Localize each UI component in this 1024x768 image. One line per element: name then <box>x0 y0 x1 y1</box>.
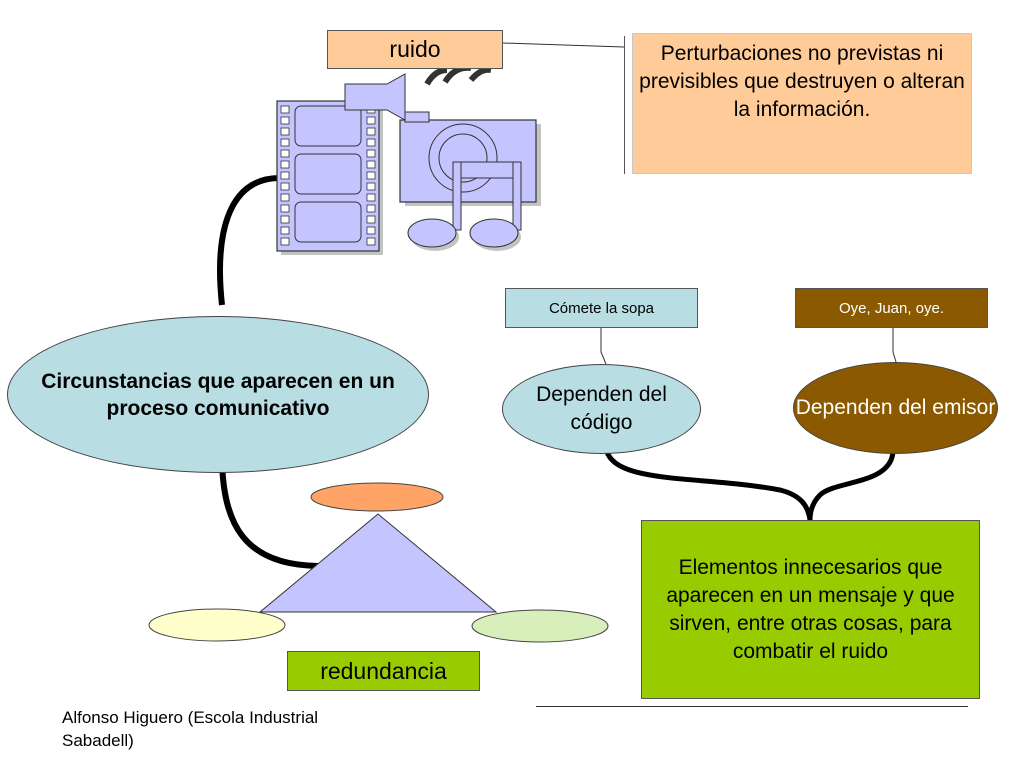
depends-code-node: Dependen del código <box>502 364 701 454</box>
sender-example-line <box>892 328 897 363</box>
sender-example-box: Oye, Juan, oye. <box>795 288 988 328</box>
depends-sender-node: Dependen del emisor <box>793 362 998 454</box>
sender-to-elements-connector <box>807 447 896 521</box>
music-note-icon <box>407 161 522 251</box>
left-ellipse <box>148 608 286 642</box>
right-ellipse <box>471 609 609 643</box>
author-credit: Alfonso Higuero (Escola Industrial Sabad… <box>62 708 319 750</box>
top-ellipse <box>310 482 444 512</box>
noise-callout-line <box>502 42 625 48</box>
redundancy-definition-box: Elementos innecesarios que aparecen en u… <box>641 520 980 699</box>
noise-definition-callout: Perturbaciones no previstas ni previsibl… <box>632 33 972 174</box>
redundancy-triangle <box>258 513 498 613</box>
code-example-box: Cómete la sopa <box>505 288 698 328</box>
central-to-redundancy-connector <box>219 454 319 569</box>
code-example-line <box>600 328 607 365</box>
central-node: Circunstancias que aparecen en un proces… <box>7 316 429 473</box>
multimedia-illustration <box>276 64 541 255</box>
redundancy-label-box: redundancia <box>287 651 480 691</box>
central-to-illustration-connector <box>217 175 281 306</box>
callout-bar <box>624 36 625 174</box>
code-to-elements-connector <box>603 447 813 521</box>
noise-label-box: ruido <box>327 30 503 69</box>
footer-divider <box>536 706 968 707</box>
film-strip-icon <box>276 100 383 255</box>
